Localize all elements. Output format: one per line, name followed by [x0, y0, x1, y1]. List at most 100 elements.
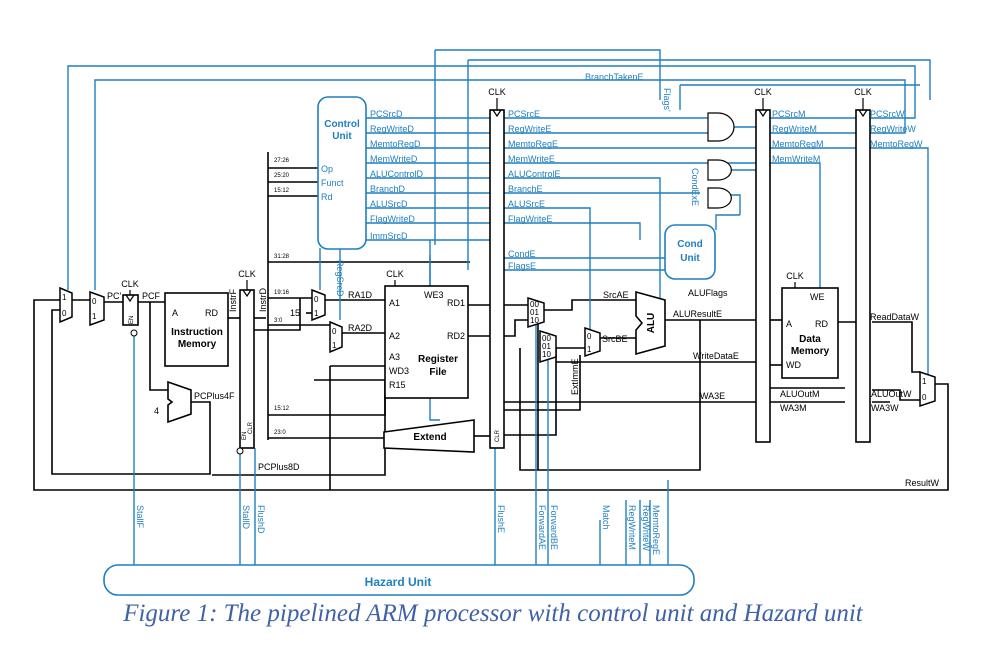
hazard-unit-label: Hazard Unit: [365, 575, 432, 589]
aluoutw-label: ALUOutW: [871, 389, 912, 399]
dm-label-2: Memory: [791, 346, 830, 357]
instr-field-2: 15:12: [274, 188, 290, 194]
clk-label-dm: CLK: [786, 271, 804, 281]
const-fifteen-label: 15: [290, 308, 300, 318]
and-gates: [707, 112, 735, 209]
cu-rd-port: Rd: [321, 192, 333, 202]
execute-memory-register: [755, 109, 771, 443]
instr-field-0: 27:26: [274, 158, 290, 164]
wa3e-label: WA3E: [700, 391, 725, 401]
clk-label-em: CLK: [754, 87, 772, 97]
writedatae-label: WriteDataE: [693, 351, 739, 361]
ra2d-label: RA2D: [348, 323, 373, 333]
mux-fb-01: 01: [542, 342, 551, 351]
imem-rd-port: RD: [205, 308, 218, 318]
forward-a-mux: [527, 296, 545, 329]
execute-signal-memwritee: MemWriteE: [508, 154, 555, 164]
extend-label: Extend: [413, 432, 446, 443]
clock-lines: [129, 98, 864, 295]
clk-label-rf: CLK: [386, 269, 404, 279]
mux-fb-00: 00: [542, 334, 551, 343]
mux-ra2-1: 1: [332, 341, 337, 350]
mux-ra2-0: 0: [332, 327, 337, 336]
rf-rd2-port: RD2: [447, 331, 465, 341]
decode-execute-register: [489, 109, 505, 449]
aluresulte-label: ALUResultE: [673, 309, 722, 319]
pc-enable-bubble: [130, 329, 138, 337]
memory-signal-memtoregm: MemtoRegM: [772, 139, 824, 149]
execute-signal-branche: BranchE: [508, 184, 543, 194]
alu-shape: [635, 290, 666, 356]
rf-wd3-port: WD3: [389, 366, 409, 376]
result-mux: [919, 370, 936, 408]
hazard-signal-stallf: StallF: [135, 505, 145, 529]
extend-box: [383, 419, 475, 453]
decode-signal-pcsrcd: PCSrcD: [370, 109, 403, 119]
fd-enable-bubble: [236, 447, 244, 455]
hazard-signal-match: Match: [601, 505, 611, 530]
instr-field-7: 23:0: [274, 430, 286, 436]
hazard-signal-regwritem: RegWriteM: [627, 505, 637, 550]
fd-clr-port: CLR: [248, 421, 254, 434]
instrd-label: InstrD: [258, 287, 268, 312]
rf-a1-port: A1: [389, 298, 400, 308]
pcf-label: PCF: [142, 291, 161, 301]
rf-r15-port: R15: [389, 380, 406, 390]
hazard-signal-stalld: StallD: [241, 505, 251, 530]
pcplus4-adder: [167, 380, 192, 424]
dm-a-port: A: [786, 319, 792, 329]
datapath-wires: [33, 152, 949, 491]
dm-we-port: WE: [810, 292, 825, 302]
decode-signal-alucontrold: ALUControlD: [370, 169, 424, 179]
mux-fa-10: 10: [530, 316, 539, 325]
readdataw-label: ReadDataW: [870, 312, 920, 322]
clk-label-fd: CLK: [238, 269, 256, 279]
writeback-signal-regwritew: RegWriteW: [870, 124, 916, 134]
condexe-label: CondExE: [690, 168, 700, 206]
data-memory-box: [781, 287, 839, 379]
mux-fb-10: 10: [542, 350, 551, 359]
hazard-signal-forwardae: ForwardAE: [537, 505, 547, 550]
instrf-label: InstrF: [228, 288, 238, 312]
mux-ra1-1: 1: [314, 309, 319, 318]
register-file-box: [384, 285, 469, 399]
wa3m-label: WA3M: [780, 403, 807, 413]
mux-branch-1: 1: [92, 312, 97, 321]
ra1-mux: [311, 288, 326, 322]
aluflags-label: ALUFlags: [688, 288, 728, 298]
mux-fa-01: 01: [530, 308, 539, 317]
rf-a2-port: A2: [389, 331, 400, 341]
forward-b-mux: [539, 329, 557, 364]
cu-funct-port: Funct: [321, 178, 344, 188]
cond-unit-label-1: Cond: [677, 239, 703, 250]
de-clr-port: CLR: [495, 429, 501, 442]
clk-label-mw: CLK: [854, 87, 872, 97]
dm-wd-port: WD: [786, 360, 801, 370]
extimme-label: ExtImmE: [570, 358, 580, 395]
control-wires: [67, 49, 931, 565]
flags-prime-label: Flags': [662, 88, 672, 112]
hazard-unit-box: [103, 564, 695, 596]
cu-op-port: Op: [321, 164, 333, 174]
writeback-signal-pcsrcw: PCSrcW: [870, 109, 905, 119]
fd-en-port: EN: [242, 432, 248, 440]
mux-fa-00: 00: [530, 300, 539, 309]
imem-label-1: Instruction: [171, 327, 223, 338]
memory-signal-regwritem: RegWriteM: [772, 124, 817, 134]
pcplus4f-label: PCPlus4F: [194, 391, 235, 401]
execute-signal-memtorege: MemtoRegE: [508, 139, 558, 149]
ra1d-label: RA1D: [348, 290, 373, 300]
aluoutm-label: ALUOutM: [780, 389, 820, 399]
decode-signal-regwrited: RegWriteD: [370, 124, 414, 134]
cond-unit-label-2: Unit: [680, 253, 700, 264]
hazard-signal-forwardbe: ForwardBE: [549, 505, 559, 550]
ra2-mux: [329, 320, 343, 354]
execute-signal-labels: PCSrcERegWriteEMemtoRegEMemWriteEALUCont…: [508, 109, 561, 271]
muxes: [59, 286, 936, 408]
execute-signal-flagwritee: FlagWriteE: [508, 214, 552, 224]
mux-result-0: 0: [922, 393, 927, 402]
control-unit-label-2: Unit: [332, 131, 352, 142]
